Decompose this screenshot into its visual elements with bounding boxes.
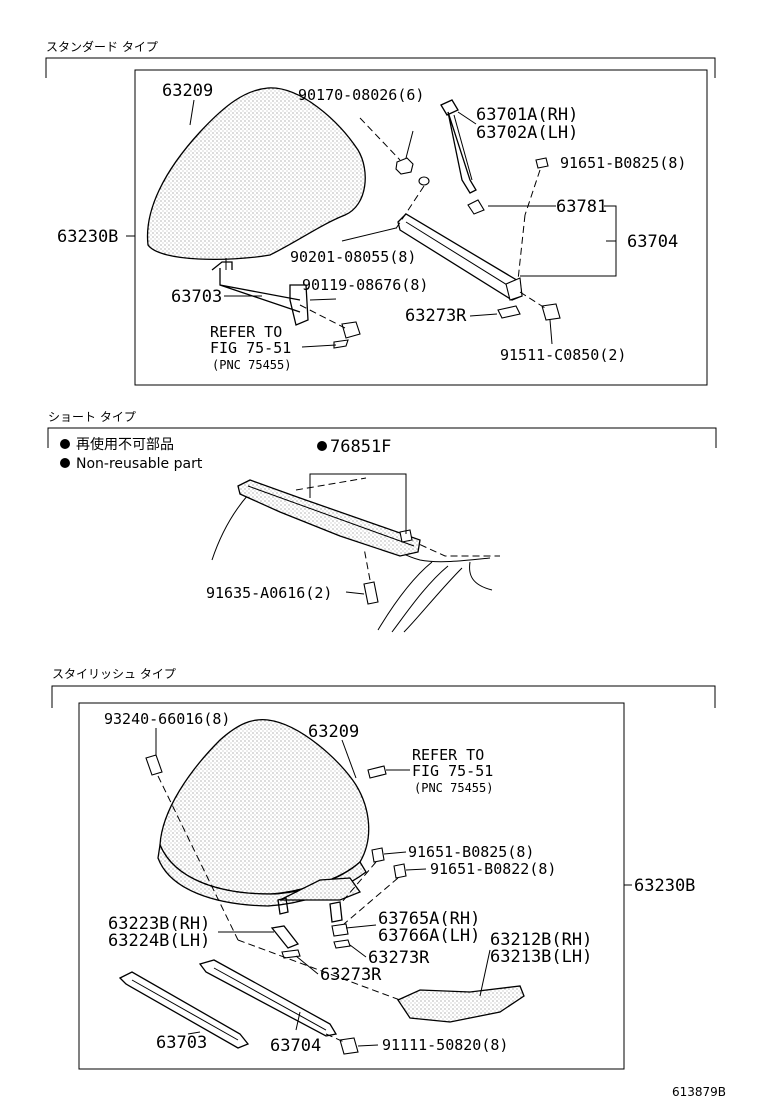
clip-63273R-icon [281,949,301,959]
refer-to-line1: REFER TO [210,323,282,341]
label-63224B: 63224B(LH) [108,931,210,951]
refer-pointer-icon [367,765,387,779]
bracket-63765A [331,923,349,937]
label-63223B: 63223B(RH) [108,914,210,934]
legend-jp: 再使用不可部品 [76,436,174,453]
label-90119-08676: 90119-08676(8) [302,276,428,294]
clip-63273R-icon [333,939,351,949]
section-standard: スタンダード タイプ [45,39,716,386]
clip-icon [333,339,349,349]
label-63209: 63209 [162,81,213,101]
bolt-icon-91111 [339,1037,359,1055]
section-title-short: ショート タイプ [48,410,136,424]
label-91111-50820: 91111-50820(8) [382,1036,508,1054]
label-63704: 63704 [270,1036,321,1056]
label-63704: 63704 [627,232,678,252]
seat-cushion [159,718,370,895]
nut-icon [395,157,414,175]
section-title-standard: スタンダード タイプ [46,39,158,54]
label-63781: 63781 [556,197,607,217]
refer-to-pnc: (PNC 75455) [414,781,493,795]
bolt-icon-91511 [541,303,561,321]
label-91651-B0825: 91651-B0825(8) [408,843,534,861]
label-93240-66016: 93240-66016(8) [104,710,230,728]
label-63703: 63703 [156,1033,207,1053]
label-63766A: 63766A(LH) [378,926,480,946]
label-91635-A0616: 91635-A0616(2) [206,584,332,602]
refer-to-line2: FIG 75-51 [412,762,493,780]
screw-icon-91635 [363,581,379,605]
assembly-frame [134,69,708,386]
seat-cushion [146,87,366,261]
label-90170-08026: 90170-08026(6) [298,86,424,104]
label-91651-B0822: 91651-B0822(8) [430,860,556,878]
seat-hinge-brackets [277,897,343,923]
label-63702A: 63702A(LH) [476,123,578,143]
bolt-icon [341,321,361,339]
label-91511-C0850: 91511-C0850(2) [500,346,626,364]
clip-icon [399,529,413,543]
non-reusable-mark-icon [317,441,327,451]
label-63230B: 63230B [57,227,118,247]
label-63230B: 63230B [634,876,695,896]
spoiler-76851F [237,479,421,557]
refer-to-line2: FIG 75-51 [210,339,291,357]
section-bracket [47,427,717,448]
label-63209: 63209 [308,722,359,742]
label-63703: 63703 [171,287,222,307]
label-63273R-b: 63273R [320,965,382,985]
label-63213B: 63213B(LH) [490,947,592,967]
assembly-frame [78,702,625,1070]
figure-id: 613879B [672,1085,726,1099]
label-63273R: 63273R [405,306,467,326]
stay-rod [440,99,477,194]
seat-bracket-63703 [211,261,309,326]
bracket-63223B [270,925,300,949]
label-63273R-a: 63273R [368,948,430,968]
bolt-icon-91651 [535,157,549,169]
washer-icon [418,176,430,186]
section-title-stylish: スタイリッシュ タイプ [52,667,176,681]
label-90201-08055: 90201-08055(8) [290,248,416,266]
refer-to-line1: REFER TO [412,746,484,764]
bolt-icon-91651-B0822 [393,863,407,879]
bracket-63781-icon [467,199,485,215]
side-cover-63212B [397,985,525,1023]
bolt-icon-91651-B0825 [371,847,385,863]
legend-en: Non-reusable part [76,456,203,472]
label-76851F: 76851F [330,437,391,457]
section-short: ショート タイプ 再使用不可部品 Non-reusable part 76851… [47,410,717,633]
refer-to-pnc: (PNC 75455) [212,358,291,372]
section-bracket [45,57,716,78]
label-63765A: 63765A(RH) [378,909,480,929]
bolt-icon-93240 [145,754,163,776]
label-91651-B0825: 91651-B0825(8) [560,154,686,172]
section-stylish: スタイリッシュ タイプ [51,667,716,1070]
label-63701A: 63701A(RH) [476,105,578,125]
clip-63273R-icon [497,305,521,319]
non-reusable-bullet-icon [60,458,70,468]
frame-63703 [118,971,250,1049]
section-bracket [51,685,716,708]
label-63212B: 63212B(RH) [490,930,592,950]
frame-63704 [198,959,338,1037]
non-reusable-bullet-icon [60,439,70,449]
body-line [211,494,249,561]
